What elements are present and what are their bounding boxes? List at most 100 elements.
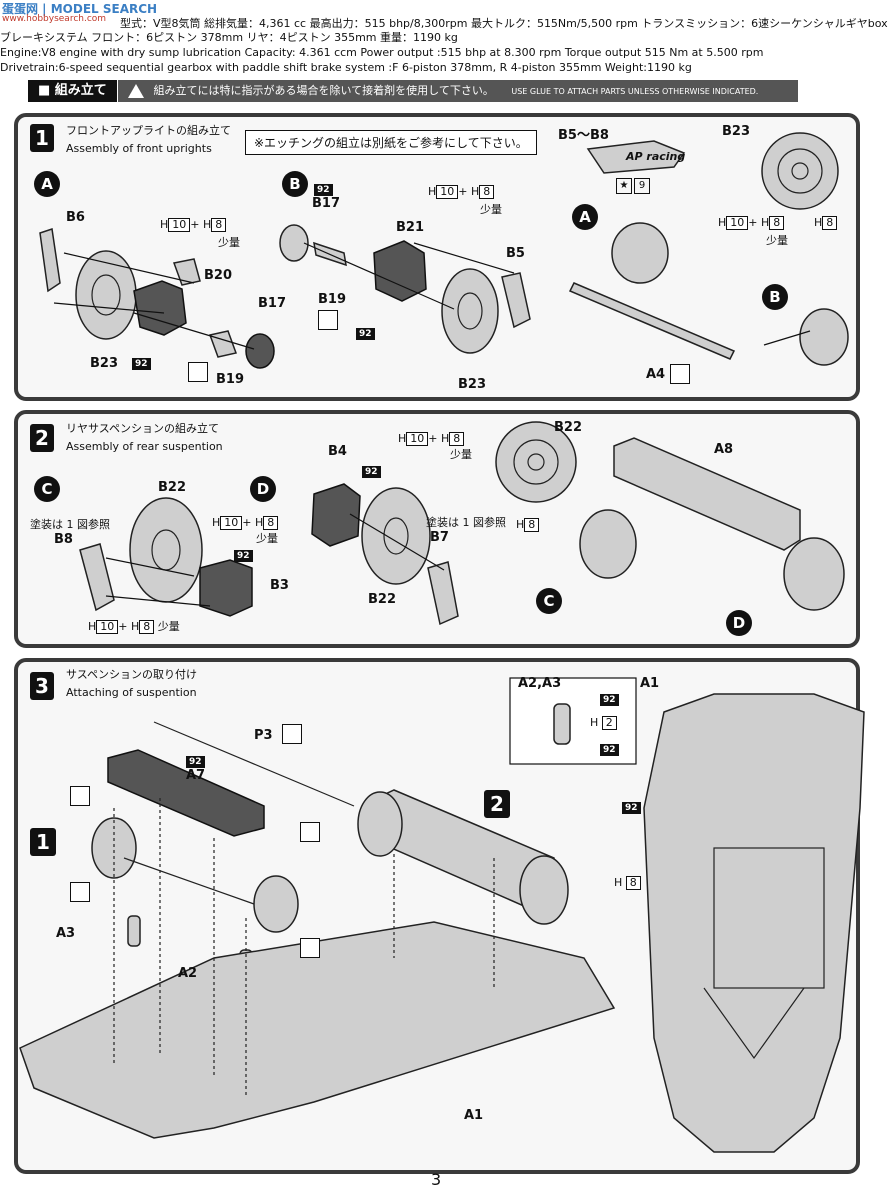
upright-b3-shape: [199, 559, 253, 617]
beam-a7-shape: [107, 749, 265, 837]
cap-b17a-shape: [245, 333, 275, 369]
star-icon: ★: [616, 178, 632, 194]
step2-drawing: [79, 421, 845, 626]
color-92-3a: 92: [186, 756, 205, 768]
color-92-2a: 92: [234, 550, 253, 562]
color-92-1c: 92: [356, 328, 375, 340]
disc-b23c-shape: [761, 132, 839, 210]
cap-b17b-shape: [279, 224, 309, 262]
spec-en-line1: Engine:V8 engine with dry sump lubricati…: [0, 46, 764, 59]
label-b20: B20: [204, 268, 232, 283]
glue-icon-1a: [188, 362, 208, 382]
marker-c: C: [34, 476, 60, 502]
marker-b2: B: [762, 284, 788, 310]
upright-b4-shape: [311, 483, 361, 547]
marker-d: D: [250, 476, 276, 502]
disc-b22b-shape: [361, 487, 431, 585]
label-a7: A7: [186, 768, 206, 783]
warning-icon: [128, 84, 144, 98]
front-upright-left-shape: [91, 817, 137, 879]
glue-warning-bar: 組み立てには特に指示がある場合を除いて接着剤を使用して下さい。 USE GLUE…: [118, 80, 798, 102]
step1-title-jp: フロントアップライトの組み立て: [66, 124, 231, 137]
label-a2: A2: [178, 966, 198, 981]
step2-title-jp: リヤサスペンションの組み立て: [66, 422, 220, 435]
label-b21: B21: [396, 220, 424, 235]
color-92-2b: 92: [362, 466, 381, 478]
step1-drawing: [39, 132, 849, 369]
caliper-b7-shape: [427, 561, 459, 626]
label-b8: B8: [54, 532, 73, 547]
label-b6: B6: [66, 210, 85, 225]
assembly-c-shape: [579, 509, 637, 579]
marker-d2: D: [726, 610, 752, 636]
color-92-1b: 92: [314, 184, 333, 196]
glue-icon-p3: [282, 724, 302, 744]
step1-title-en: Assembly of front uprights: [66, 142, 212, 155]
disc-b22c-shape: [495, 421, 577, 503]
glue-warning-jp: 組み立てには特に指示がある場合を除いて接着剤を使用して下さい。: [153, 84, 494, 97]
label-b23a: B23: [90, 356, 118, 371]
shock-a3-shape: [127, 915, 141, 947]
spec-en-line2: Drivetrain:6-speed sequential gearbox wi…: [0, 61, 692, 74]
paint-note-1: 塗装は 1 図参照: [30, 518, 110, 531]
floor-pan-a1-shape: [19, 921, 616, 1139]
label-b4: B4: [328, 444, 347, 459]
label-b7: B7: [430, 530, 449, 545]
label-a4: A4: [646, 367, 666, 382]
label-b17b: B17: [312, 196, 340, 211]
glue-icon-3d: [300, 938, 320, 958]
paint-note-2: 塗装は 1 図参照: [426, 516, 506, 529]
step3-number: 3: [30, 672, 54, 700]
h-note-3b: H 8: [614, 876, 641, 890]
glue-icon-1c: [670, 364, 690, 384]
label-p3: P3: [254, 728, 273, 743]
brand-text: AP racing: [626, 150, 686, 163]
disc-b23b-shape: [441, 268, 499, 354]
label-b5: B5: [506, 246, 525, 261]
label-b22b: B22: [368, 592, 396, 607]
label-a1-bottom: A1: [464, 1108, 484, 1123]
paint-9-box: 9: [634, 178, 650, 194]
glue-warning-en: USE GLUE TO ATTACH PARTS UNLESS OTHERWIS…: [511, 87, 759, 96]
upright-b20-shape: [133, 280, 187, 336]
label-b19b: B19: [318, 292, 346, 307]
step1-number: 1: [30, 124, 54, 152]
caliper-b5-shape: [501, 272, 531, 329]
glue-icon-3b: [300, 822, 320, 842]
watermark-url: www.hobbysearch.com: [2, 14, 107, 24]
label-a1-top: A1: [640, 676, 660, 691]
assembly-d-shape: [783, 537, 845, 611]
label-b19a: B19: [216, 372, 244, 387]
color-92-3b: 92: [622, 802, 641, 814]
page-number: 3: [431, 1170, 442, 1189]
glue-icon-3c: [70, 882, 90, 902]
marker-c2: C: [536, 588, 562, 614]
shouryo-1b: 少量: [480, 203, 502, 216]
color-92-detail-top: 92: [600, 694, 619, 706]
label-b23b: B23: [458, 377, 486, 392]
label-b5-b8: B5〜B8: [558, 128, 609, 143]
label-b22a: B22: [158, 480, 186, 495]
rod-a4-shape: [568, 282, 736, 360]
glue-icon-1b: [318, 310, 338, 330]
label-b3: B3: [270, 578, 289, 593]
assembly-b-shape: [799, 308, 849, 366]
shouryo-1c: 少量: [766, 234, 788, 247]
chassis-top-a1-shape: [643, 693, 865, 1153]
step2-number: 2: [30, 424, 54, 452]
hub-b19a-shape: [209, 330, 237, 358]
label-b22c: B22: [554, 420, 582, 435]
label-b17a: B17: [258, 296, 286, 311]
upright-b21-shape: [373, 240, 427, 302]
etching-note: ※エッチングの組立は別紙をご参考にして下さい。: [245, 130, 537, 155]
caliper-b8-shape: [79, 543, 115, 612]
spec-jp-line1: 型式：V型8気筒 総排気量：4,361 cc 最高出力：515 bhp/8,30…: [120, 17, 888, 30]
step3-drawing: [19, 677, 865, 1153]
assembly-heading: ■ 組み立て: [28, 80, 117, 102]
